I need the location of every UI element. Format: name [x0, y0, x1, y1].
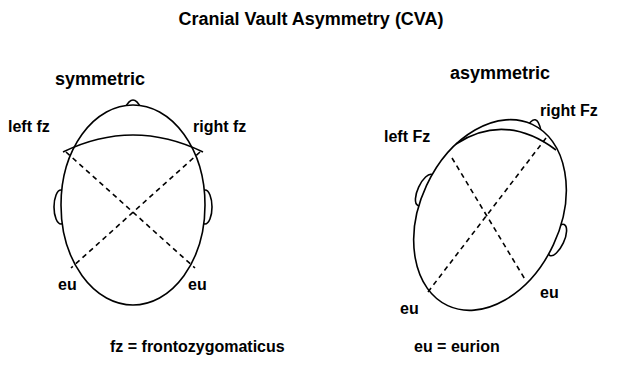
- landmark-label: eu: [188, 276, 207, 294]
- landmark-label: eu: [58, 276, 77, 294]
- key-note: fz = frontozygomaticus: [110, 338, 285, 356]
- landmark-label: right Fz: [540, 102, 598, 120]
- diagonal-line: [428, 138, 546, 292]
- key-note: eu = eurion: [414, 338, 500, 356]
- landmark-label: left fz: [8, 118, 50, 136]
- diagonal-line: [66, 152, 195, 268]
- brow-line: [63, 135, 203, 152]
- head-outline: [61, 105, 205, 305]
- landmark-label: right fz: [193, 118, 246, 136]
- landmark-label: left Fz: [384, 128, 430, 146]
- brow-line: [456, 129, 556, 150]
- head-outline: [384, 95, 595, 335]
- panel-heading: symmetric: [55, 70, 145, 90]
- diagonal-line: [452, 158, 526, 281]
- landmark-label: eu: [400, 300, 419, 318]
- diagonal-line: [71, 152, 200, 268]
- diagram-title: Cranial Vault Asymmetry (CVA): [178, 10, 443, 30]
- panel-heading: asymmetric: [450, 64, 550, 84]
- landmark-label: eu: [540, 284, 559, 302]
